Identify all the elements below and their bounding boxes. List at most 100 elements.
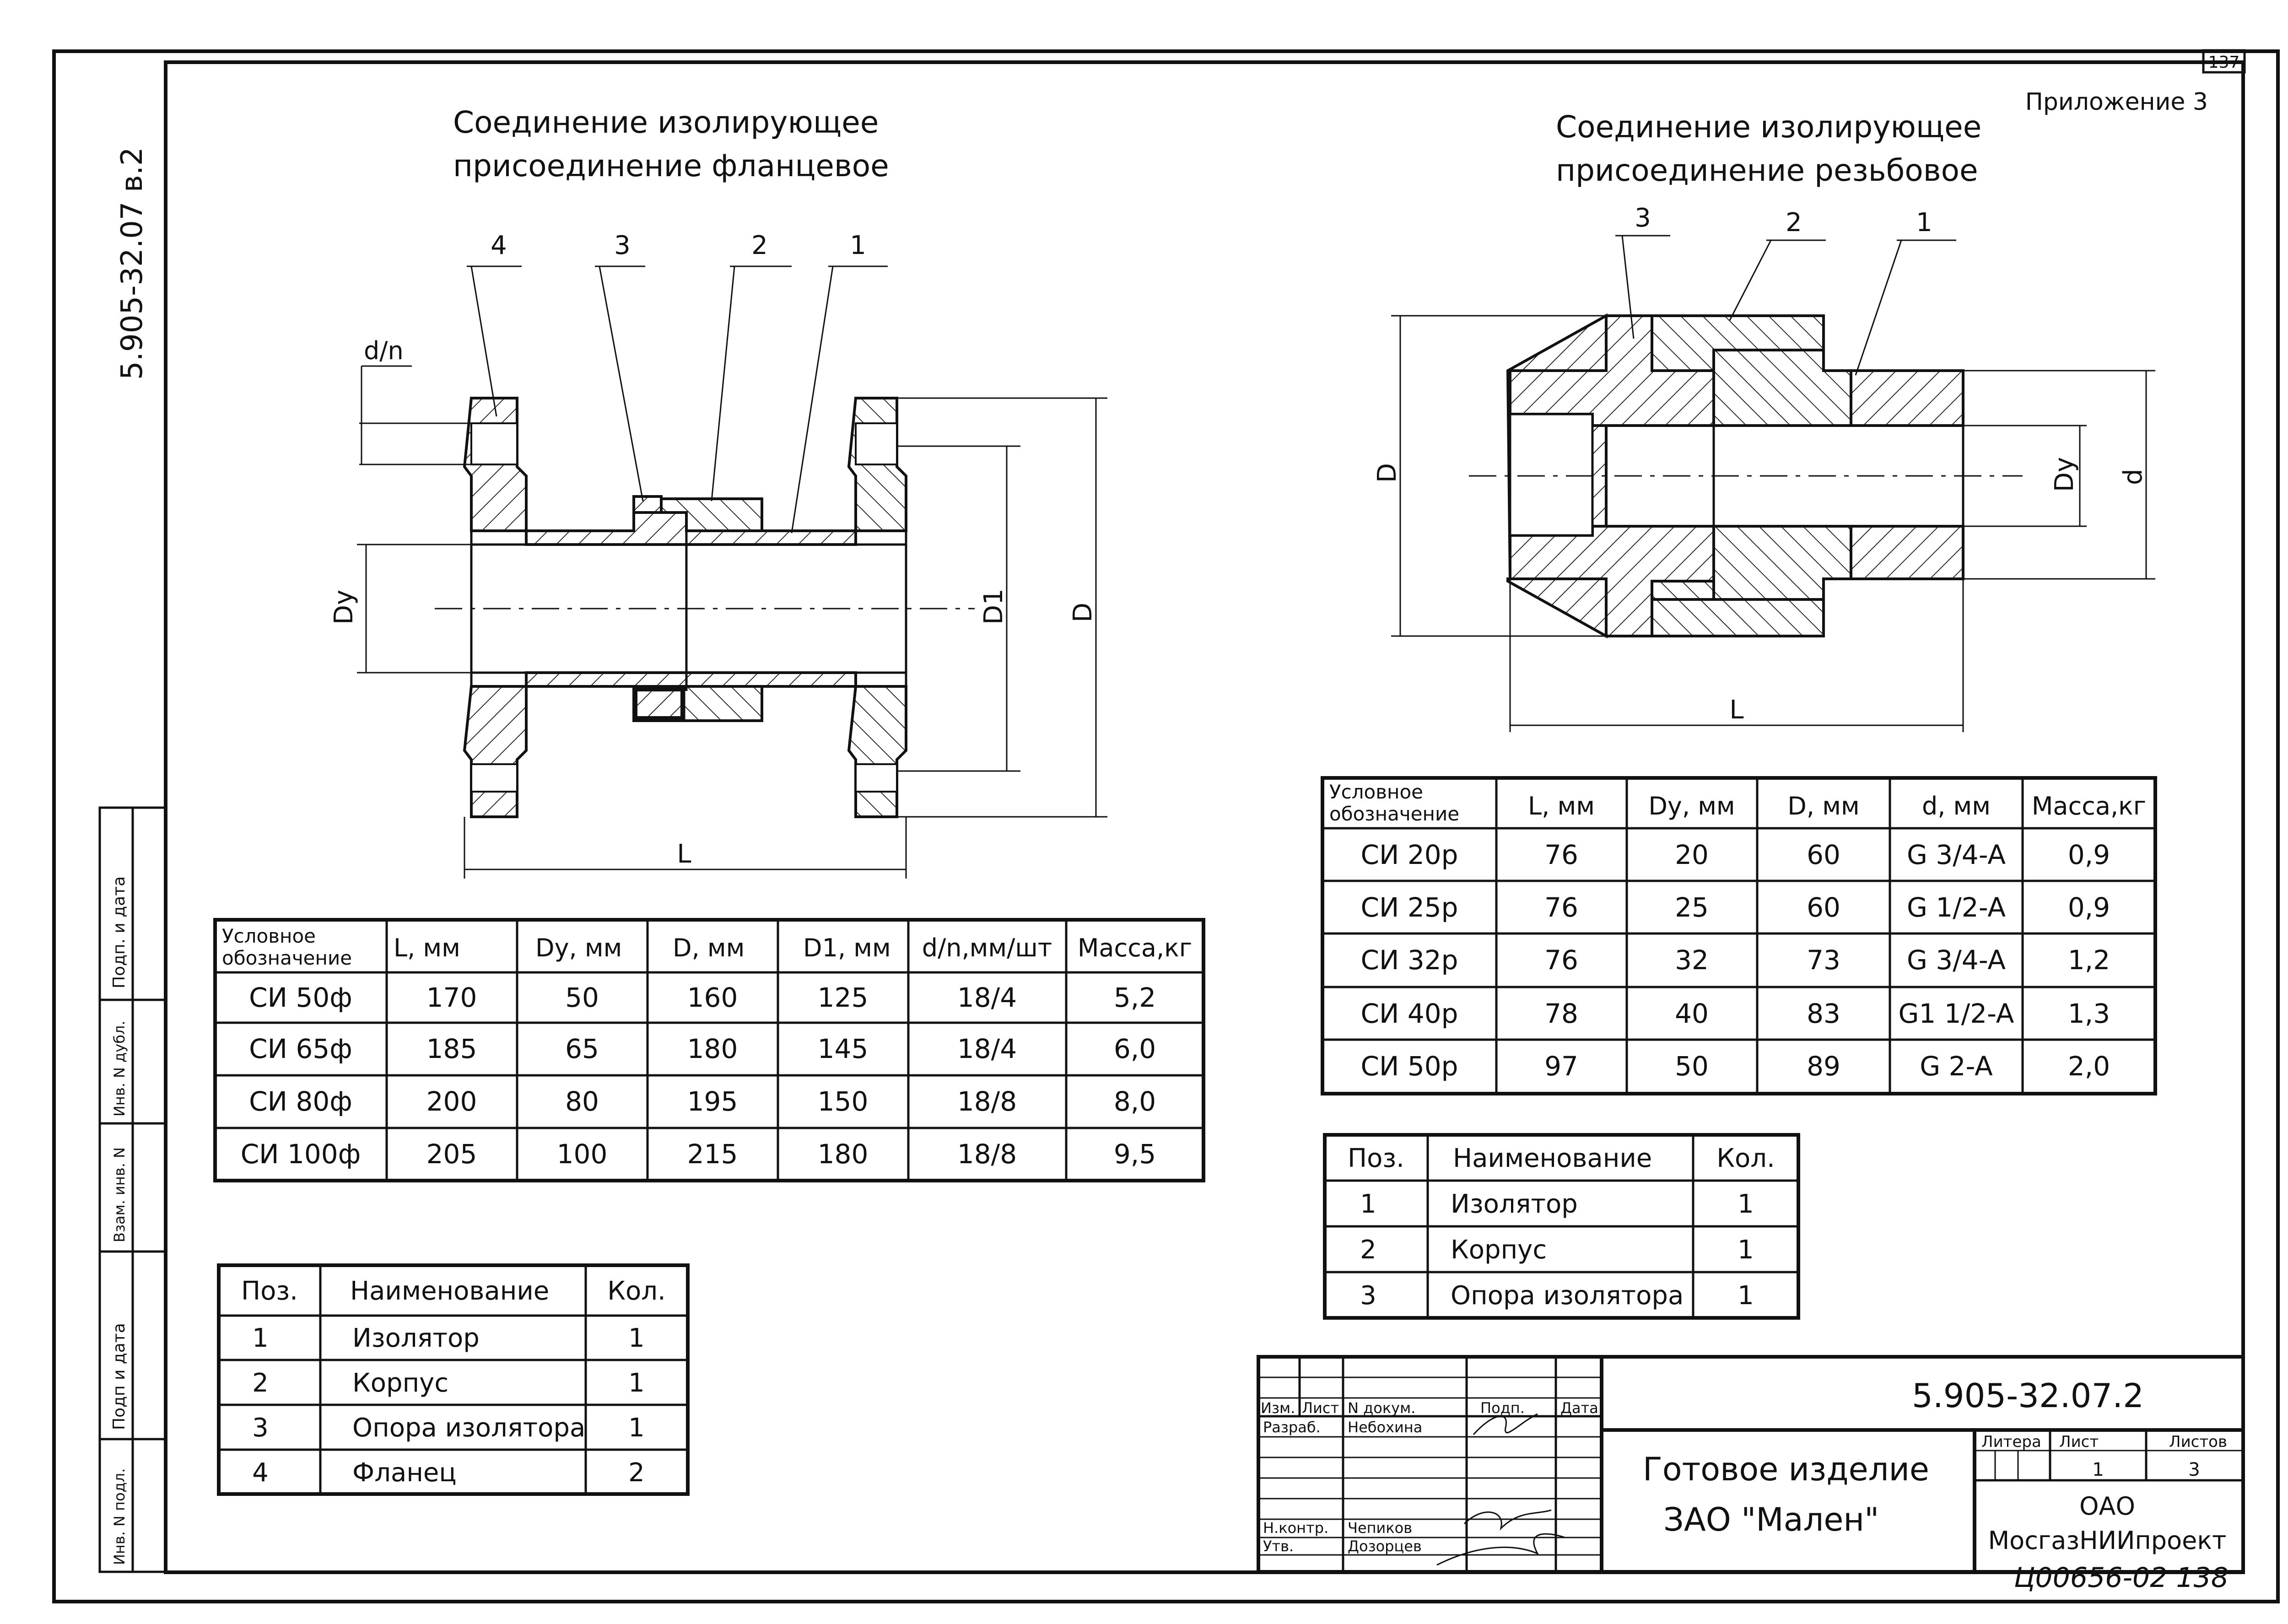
svg-text:40: 40 [1675, 998, 1709, 1029]
svg-text:СИ 100ф: СИ 100ф [241, 1138, 361, 1170]
svg-text:1: 1 [2092, 1459, 2104, 1480]
svg-text:Изм.: Изм. [1261, 1399, 1295, 1417]
flange-right-bottom [847, 685, 907, 818]
svg-text:Масса,кг: Масса,кг [2032, 792, 2146, 820]
svg-text:1: 1 [1360, 1189, 1376, 1219]
svg-text:Условное: Условное [222, 925, 316, 947]
svg-text:1: 1 [1738, 1235, 1754, 1265]
dim-label-dy-right: Dy [2050, 457, 2079, 492]
svg-text:180: 180 [687, 1033, 738, 1064]
signature-3 [1436, 1533, 1565, 1566]
title-block: Изм. Лист N докум. Подп. Дата Разраб. Не… [1257, 1355, 2245, 1574]
svg-text:1: 1 [252, 1323, 269, 1353]
svg-text:Изолятор: Изолятор [352, 1323, 480, 1353]
strip-label-dup-inv: Инв. N дубл. [111, 1020, 128, 1117]
svg-text:G 3/4-A: G 3/4-A [1907, 839, 2006, 870]
svg-text:Кол.: Кол. [1716, 1144, 1775, 1173]
product-name-line1: Готовое изделие [1643, 1451, 1929, 1488]
right-title-line1: Соединение изолирующее [1556, 109, 1981, 145]
svg-text:D, мм: D, мм [673, 933, 745, 962]
svg-text:Поз.: Поз. [1348, 1144, 1404, 1173]
svg-text:D, мм: D, мм [1787, 792, 1859, 820]
callout-3: 3 [614, 231, 631, 260]
svg-text:3: 3 [2188, 1459, 2200, 1480]
right-spec-table: Условное обозначение L, мм Dy, мм D, мм … [1321, 776, 2157, 1095]
svg-text:G 2-A: G 2-A [1920, 1051, 1993, 1082]
svg-text:Dy, мм: Dy, мм [535, 933, 622, 962]
dim-label-dn: d/n [364, 336, 404, 365]
svg-text:D1, мм: D1, мм [803, 933, 891, 962]
svg-text:32: 32 [1675, 944, 1709, 976]
svg-text:2: 2 [628, 1458, 645, 1488]
svg-text:180: 180 [818, 1138, 869, 1170]
svg-text:200: 200 [426, 1086, 477, 1117]
svg-text:6,0: 6,0 [1114, 1033, 1156, 1064]
svg-text:ОАО: ОАО [2079, 1492, 2135, 1521]
page-number: 137 [2208, 53, 2240, 72]
svg-text:Дата: Дата [1560, 1399, 1598, 1417]
svg-text:1: 1 [1738, 1189, 1754, 1219]
callout-r1: 1 [1916, 208, 1932, 237]
svg-text:СИ 20р: СИ 20р [1361, 839, 1458, 870]
callout-r2: 2 [1786, 208, 1802, 237]
svg-text:160: 160 [687, 982, 738, 1013]
svg-text:Лист: Лист [2059, 1433, 2099, 1451]
svg-text:3: 3 [1360, 1281, 1376, 1311]
svg-text:Кол.: Кол. [607, 1276, 666, 1306]
svg-text:L, мм: L, мм [394, 933, 460, 962]
svg-text:G1 1/2-A: G1 1/2-A [1899, 998, 2014, 1029]
dim-label-l: L [677, 839, 691, 869]
strip-label-orig-inv: Инв. N подл. [111, 1468, 128, 1565]
isolator-support-top [632, 495, 663, 514]
svg-text:СИ 32р: СИ 32р [1361, 944, 1458, 976]
svg-text:Лист: Лист [1302, 1399, 1339, 1417]
left-parts-table: Поз. Наименование Кол. 1 Изолятор 1 2 Ко… [217, 1263, 690, 1496]
left-stamp-strip: Подп. и дата Инв. N дубл. Взам. инв. N П… [98, 806, 167, 1573]
svg-text:Корпус: Корпус [352, 1368, 448, 1398]
archive-number: Ц00656-02 138 [2014, 1562, 2229, 1594]
product-name-line2: ЗАО "Мален" [1663, 1501, 1879, 1538]
svg-text:185: 185 [426, 1033, 477, 1064]
svg-text:2: 2 [252, 1368, 269, 1398]
svg-text:18/8: 18/8 [957, 1086, 1017, 1117]
svg-text:215: 215 [687, 1138, 738, 1170]
svg-text:76: 76 [1544, 944, 1578, 976]
svg-text:МосгазНИИпроект: МосгазНИИпроект [1988, 1526, 2227, 1555]
svg-text:СИ 25р: СИ 25р [1361, 892, 1458, 923]
svg-text:5,2: 5,2 [1114, 982, 1156, 1013]
svg-text:78: 78 [1544, 998, 1578, 1029]
isolator-tail-bottom [1850, 525, 1964, 580]
svg-text:Небохина: Небохина [1348, 1419, 1422, 1436]
svg-text:2: 2 [1360, 1235, 1376, 1265]
svg-text:L, мм: L, мм [1528, 792, 1595, 820]
right-title-line2: присоединение резьбовое [1556, 153, 1978, 188]
svg-text:Н.контр.: Н.контр. [1263, 1519, 1328, 1537]
right-parts-table: Поз. Наименование Кол. 1 Изолятор 1 2 Ко… [1323, 1133, 1800, 1320]
dim-label-d: D [1068, 603, 1098, 622]
dim-label-d-big: D [1372, 463, 1402, 483]
svg-text:G 3/4-A: G 3/4-A [1907, 944, 2006, 976]
flanged-connection-drawing: Dy D1 D L d/n 4 3 2 1 [329, 231, 1107, 879]
svg-text:25: 25 [1675, 892, 1709, 923]
svg-text:СИ 80ф: СИ 80ф [249, 1086, 352, 1117]
svg-text:СИ 50р: СИ 50р [1361, 1051, 1458, 1082]
svg-text:0,9: 0,9 [2068, 892, 2110, 923]
svg-text:50: 50 [565, 982, 599, 1013]
svg-text:76: 76 [1544, 839, 1578, 870]
svg-text:1,3: 1,3 [2068, 998, 2110, 1029]
dim-label-d-small: d [2118, 469, 2148, 485]
strip-label-sign-date-2: Подп и дата [110, 1323, 129, 1430]
svg-text:СИ 40р: СИ 40р [1361, 998, 1458, 1029]
svg-text:1: 1 [1738, 1281, 1754, 1311]
signature-1 [1473, 1413, 1538, 1435]
svg-text:Dy, мм: Dy, мм [1648, 792, 1735, 820]
doc-code: 5.905-32.07.2 [1912, 1376, 2144, 1415]
svg-text:Опора изолятора: Опора изолятора [352, 1413, 585, 1443]
svg-text:3: 3 [252, 1413, 269, 1443]
svg-text:обозначение: обозначение [1329, 803, 1459, 825]
svg-text:9,5: 9,5 [1114, 1138, 1156, 1170]
svg-text:18/4: 18/4 [957, 982, 1017, 1013]
svg-text:97: 97 [1544, 1051, 1578, 1082]
svg-text:Масса,кг: Масса,кг [1078, 933, 1192, 962]
